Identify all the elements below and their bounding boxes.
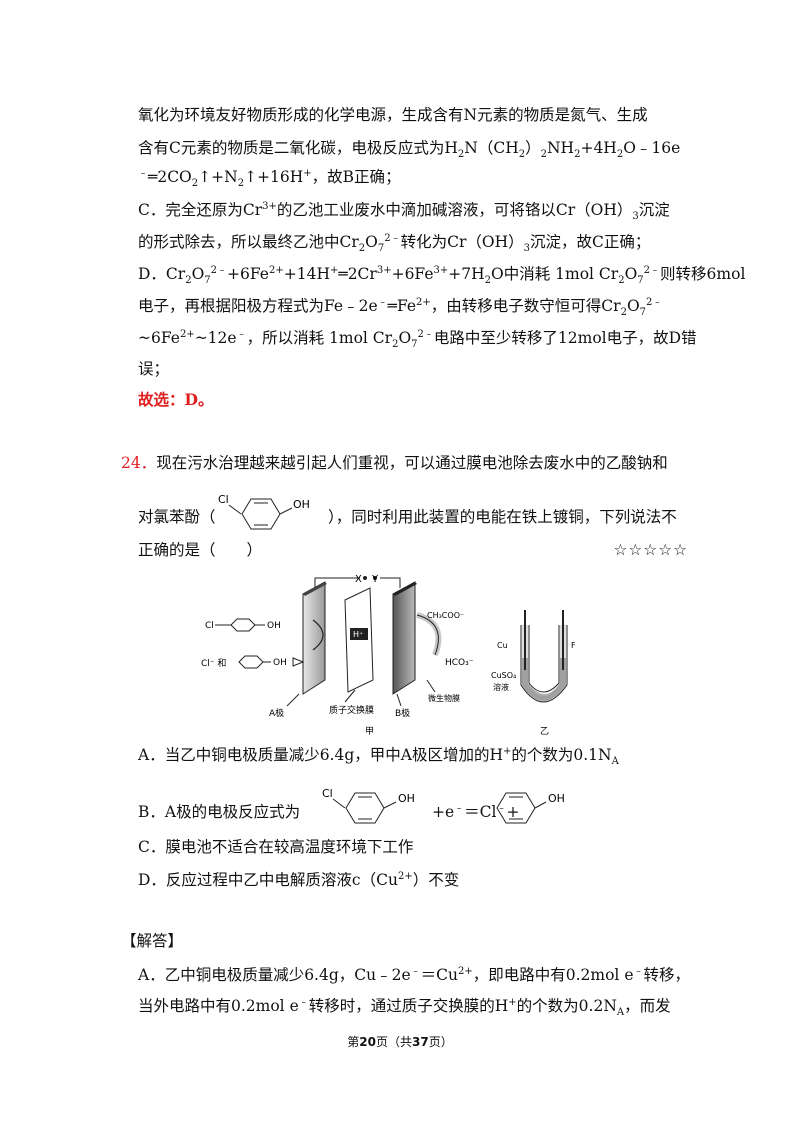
chlorine-label: Cl (218, 493, 229, 506)
solution-line: 当外电路中有0.2mol e﹣转移时，通过质子交换膜的H+的个数为0.2NA，而… (138, 996, 671, 1019)
hydroxyl-label: OH (293, 498, 310, 511)
text-line: D．Cr2O72﹣+6Fe2++14H+═2Cr3++6Fe3++7H2O中消耗… (138, 264, 746, 287)
option-c: C．膜电池不适合在较高温度环境下工作 (138, 838, 414, 856)
option-b-equation: +e﹣＝Cl﹣+ (432, 802, 520, 821)
y-terminal-label: Y (371, 574, 379, 585)
chlorophenol-structure: Cl OH (218, 493, 310, 530)
option-b: B．A极的电极反应式为 (138, 803, 301, 821)
electrode-b (392, 581, 416, 695)
fe-electrode-label: Fe (571, 641, 575, 650)
question-number: 24． (121, 454, 157, 472)
microbe-film-label: 微生物膜 (428, 693, 460, 703)
cl-minus-label: Cl⁻ 和 (201, 658, 226, 669)
text-line: 含有C元素的物质是二氧化碳，电极反应式为H2N（CH2）2NH2+4H2O﹣16… (138, 139, 681, 161)
hydroxyl-label: OH (398, 792, 415, 805)
x-terminal-label: X (355, 574, 362, 585)
text-line: 的形式除去，所以最终乙池中Cr2O72﹣转化为Cr（OH）3沉淀，故C正确； (138, 232, 651, 255)
solution-heading: 【解答】 (121, 932, 184, 950)
option-a: A．当乙中铜电极质量减少6.4g，甲中A极区增加的H+的个数为0.1NA (138, 745, 619, 768)
answer-line: 故选：D。 (138, 390, 214, 409)
membrane-label: 质子交换膜 (329, 704, 374, 716)
left-oh-label-2: OH (273, 658, 287, 668)
chlorine-label: Cl (322, 787, 333, 800)
solution-line: A．乙中铜电极质量减少6.4g，Cu﹣2e﹣＝Cu2+，即电路中有0.2mol … (138, 965, 691, 984)
text-line: 电子，再根据阳极方程式为Fe﹣2e﹣═Fe2+，由转移电子数守恒可得Cr2O72… (138, 296, 663, 319)
hplus-label: H⁺ (353, 630, 363, 639)
text-line: 误； (138, 360, 170, 378)
question-24-line: 对氯苯酚（ (138, 508, 216, 526)
page-footer: 第20页（共37页） (347, 1035, 453, 1049)
cu-electrode-label: Cu (497, 641, 508, 650)
acetate-label: CH₃COO⁻ (427, 611, 464, 620)
cuso4-label: CuSO₄ (491, 671, 516, 680)
page-number: 20 (359, 1035, 376, 1049)
text-line: C．完全还原为Cr3+的乙池工业废水中滴加碱溶液，可将铬以Cr（OH）3沉淀 (138, 200, 670, 223)
text-line: 氧化为环境友好物质形成的化学电源，生成含有N元素的物质是氮气、生成 (138, 106, 648, 124)
text-line: ~6Fe2+~12e﹣，所以消耗 1mol Cr2O72﹣电路中至少转移了12m… (138, 328, 697, 351)
difficulty-stars: ☆☆☆☆☆ (613, 541, 688, 559)
question-24-line: 24．现在污水治理越来越引起人们重视，可以通过膜电池除去废水中的乙酸钠和 (121, 454, 668, 472)
question-24-line: ），同时利用此装置的电能在铁上镀铜，下列说法不 (328, 508, 677, 526)
hydroxyl-label: OH (548, 792, 565, 805)
option-b-reactant-structure: Cl OH (322, 787, 415, 824)
solution-label: 溶液 (493, 682, 509, 692)
b-pole-label: B极 (395, 707, 410, 719)
bicarbonate-label: HCO₃⁻ (445, 658, 474, 668)
question-24-line: 正确的是（ ）☆☆☆☆☆ (138, 541, 688, 559)
membrane-cell-diagram: X Y H⁺ Cl OH Cl⁻ 和 OH CH₃COO⁻ HCO₃⁻ A极 质… (201, 574, 575, 737)
left-cl-label: Cl (205, 621, 214, 631)
a-pole-label: A极 (269, 707, 284, 719)
electrode-a (302, 581, 326, 695)
left-oh-label: OH (267, 621, 281, 631)
cell-yi-label: 乙 (540, 726, 549, 737)
text-line: ﹣═2CO2↑+N2↑+16H+，故B正确； (138, 167, 401, 190)
option-b-product-structure: OH (496, 792, 565, 824)
option-d: D．反应过程中乙中电解质溶液c（Cu2+）不变 (138, 870, 460, 889)
total-pages: 37 (412, 1035, 429, 1049)
cell-jia-label: 甲 (365, 726, 374, 737)
